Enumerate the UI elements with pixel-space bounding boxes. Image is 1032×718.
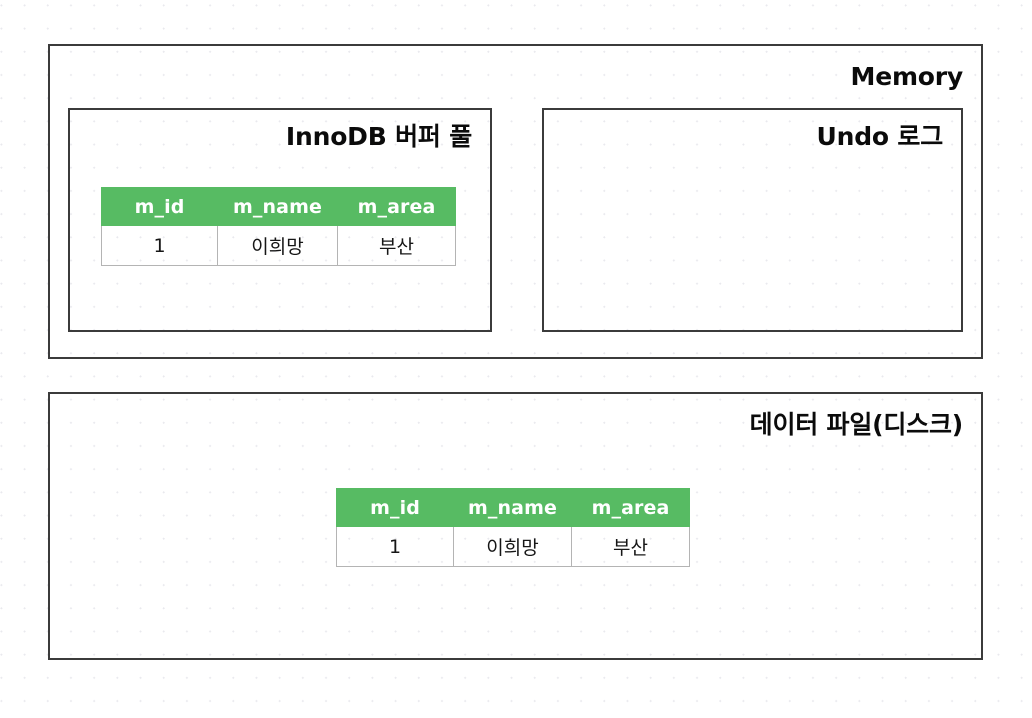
cell-m-area: 부산 [571,526,690,567]
data-file-table: m_id m_name m_area 1 이희망 부산 [336,488,690,567]
column-header-m-name: m_name [217,187,338,226]
table-row: 1 이희망 부산 [336,526,690,567]
innodb-buffer-pool-title: InnoDB 버퍼 풀 [285,122,472,151]
column-header-m-id: m_id [101,187,218,226]
table-header-row: m_id m_name m_area [101,187,456,226]
column-header-m-area: m_area [337,187,456,226]
column-header-m-name: m_name [453,488,572,527]
buffer-pool-table: m_id m_name m_area 1 이희망 부산 [101,187,456,266]
cell-m-id: 1 [336,526,454,567]
undo-log-container: Undo 로그 [542,108,963,332]
column-header-m-area: m_area [571,488,690,527]
innodb-buffer-pool-container: InnoDB 버퍼 풀 [68,108,492,332]
cell-m-name: 이희망 [453,526,572,567]
undo-log-title: Undo 로그 [816,122,944,151]
table-header-row: m_id m_name m_area [336,488,690,527]
table-row: 1 이희망 부산 [101,225,456,266]
data-file-title: 데이터 파일(디스크) [749,410,964,439]
column-header-m-id: m_id [336,488,454,527]
cell-m-name: 이희망 [217,225,338,266]
memory-title: Memory [850,62,964,91]
memory-container: Memory InnoDB 버퍼 풀 Undo 로그 [48,44,983,359]
data-file-container: 데이터 파일(디스크) [48,392,983,660]
cell-m-area: 부산 [337,225,456,266]
cell-m-id: 1 [101,225,218,266]
